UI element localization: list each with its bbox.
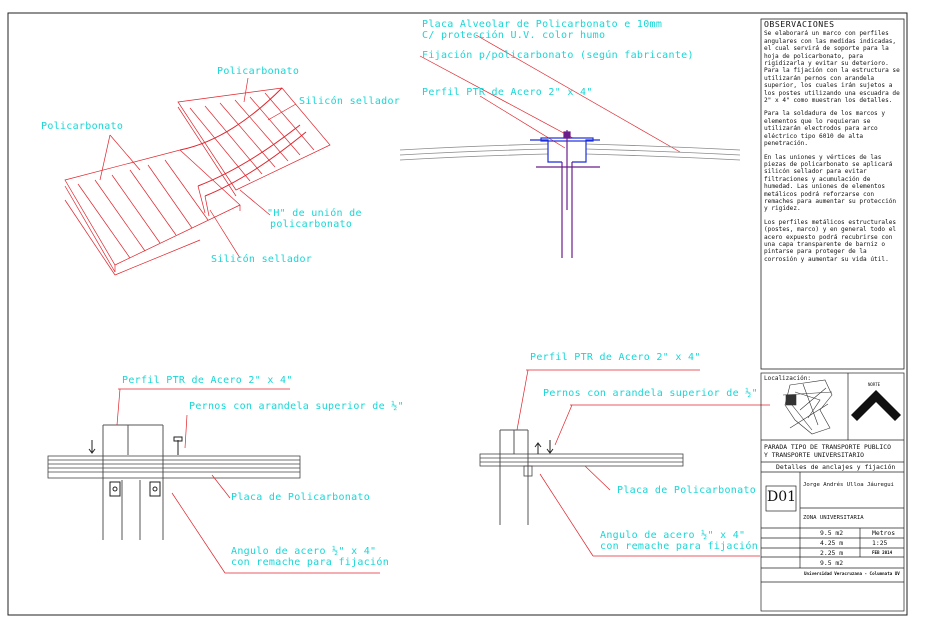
label-silicon-bottom: Silicón sellador xyxy=(211,254,313,265)
label-h-union-line2: policarbonato xyxy=(270,219,353,230)
label-perfil-ptr-left: Perfil PTR de Acero 2" x 4" xyxy=(122,375,293,386)
label-silicon-top: Silicón sellador xyxy=(299,96,401,107)
title-block-project-line1: PARADA TIPO DE TRANSPORTE PUBLICO xyxy=(764,443,891,451)
title-block-sheet-title: Detalles de anclajes y fijación xyxy=(776,463,896,471)
label-h-union-line1: "H" de unión de xyxy=(267,208,362,219)
isometric-roof-detail xyxy=(64,77,331,276)
label-perfil-ptr-right: Perfil PTR de Acero 2" x 4" xyxy=(530,352,701,363)
label-placa-right: Placa de Policarbonato xyxy=(617,485,757,496)
label-placa-left: Placa de Policarbonato xyxy=(231,492,371,503)
label-policarbonato-left: Policarbonato xyxy=(41,121,124,132)
title-block xyxy=(760,372,905,612)
sheet-border xyxy=(7,12,908,616)
title-block-area1: 9.5 m2 xyxy=(820,529,844,537)
anchor-detail-right xyxy=(479,369,770,557)
observations-paragraph-1: Se elaborará un marco con perfiles angul… xyxy=(764,30,900,105)
observations-paragraph-4: Los perfiles metálicos estructurales (po… xyxy=(764,218,897,263)
observations-title: OBSERVACIONES xyxy=(764,19,835,29)
observations-frame xyxy=(760,18,905,370)
label-angulo-left-2: con remache para fijación xyxy=(231,557,390,568)
label-perfil-ptr-section: Perfil PTR de Acero 2" x 4" xyxy=(422,87,593,98)
label-angulo-left-1: Angulo de acero ½" x 4" xyxy=(231,546,377,557)
title-block-sheet-code: D01 xyxy=(767,489,797,505)
title-block-institution: Universidad Veracruzana - Columnata UV xyxy=(804,571,900,576)
label-fijacion: Fijación p/policarbonato (según fabrican… xyxy=(422,50,694,61)
label-angulo-right-1: Angulo de acero ½" x 4" xyxy=(600,530,746,541)
label-pernos-right: Pernos con arandela superior de ½" xyxy=(543,388,758,399)
title-block-area2: 9.5 m2 xyxy=(820,559,844,567)
label-pernos-left: Pernos con arandela superior de ½" xyxy=(189,401,404,412)
title-block-scale: 1:25 xyxy=(872,539,888,547)
label-placa-alveolar: Placa Alveolar de Policarbonato e 10mm xyxy=(422,19,663,30)
observations-paragraph-3: En las uniones y vértices de las piezas … xyxy=(764,153,897,213)
title-block-date: FEB 2014 xyxy=(872,550,893,555)
observations-paragraph-2: Para la soldadura de los marcos y elemen… xyxy=(764,110,886,148)
label-policarbonato-top: Policarbonato xyxy=(217,66,300,77)
title-block-dim1: 4.25 m xyxy=(820,539,844,547)
title-block-author: Jorge Andrés Ulloa Jáuregui xyxy=(803,482,894,488)
anchor-detail-left xyxy=(47,388,380,574)
section-fixing-detail xyxy=(399,34,741,258)
observations-panel: OBSERVACIONES Se elaborará un marco con … xyxy=(764,19,902,269)
title-block-dim2: 2.25 m xyxy=(820,549,844,557)
title-block-units: Metros xyxy=(872,529,896,537)
title-block-zone: ZONA UNIVERSITARIA xyxy=(803,515,864,521)
location-map xyxy=(782,379,833,435)
title-block-localizacion: Localización: xyxy=(764,375,811,382)
north-arrow-icon xyxy=(851,390,901,421)
label-angulo-right-2: con remache para fijación xyxy=(600,541,759,552)
title-block-project-line2: Y TRANSPORTE UNIVERSITARIO xyxy=(764,451,865,459)
title-block-norte: NORTE xyxy=(868,382,881,387)
label-proteccion-uv: C/ protección U.V. color humo xyxy=(422,30,606,41)
